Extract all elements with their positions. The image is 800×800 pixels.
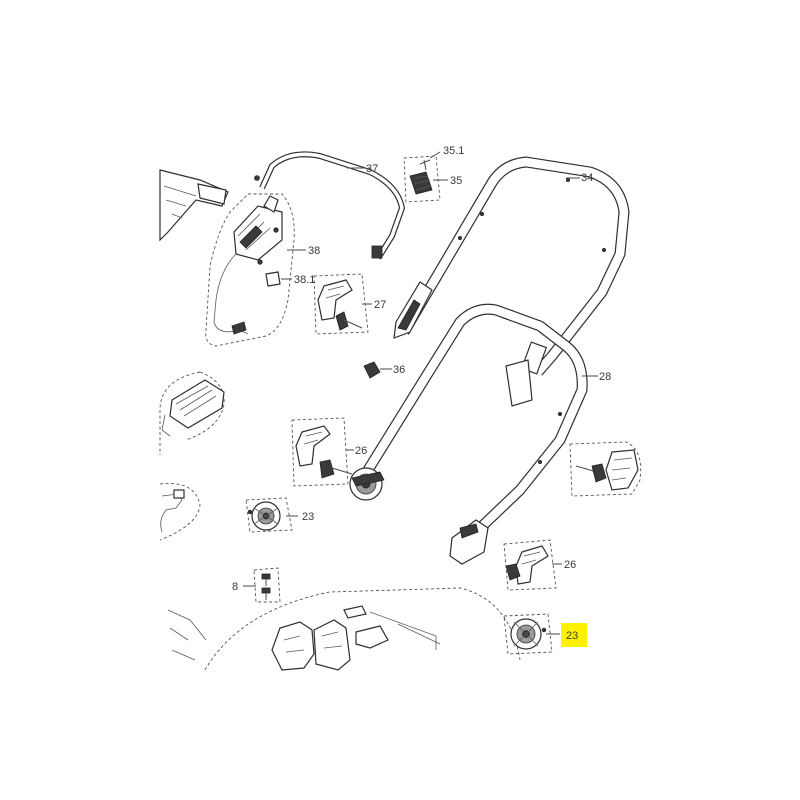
part-36-clip (363, 361, 392, 379)
label-8: 8 (232, 581, 238, 593)
part-26-lever-right (503, 539, 562, 591)
label-26-right: 26 (564, 559, 576, 571)
partial-battery-left (159, 371, 225, 455)
label-23-highlighted: 23 (566, 630, 578, 642)
highlight-marker (561, 623, 587, 647)
label-38: 38 (308, 245, 320, 257)
label-26-left: 26 (355, 445, 367, 457)
label-23-upper: 23 (302, 511, 314, 523)
part-28-lower-handle (363, 303, 598, 565)
label-38-1: 38.1 (294, 274, 315, 286)
part-8-screws (243, 567, 281, 603)
label-35-1: 35.1 (443, 145, 464, 157)
partial-cable-left (159, 483, 201, 541)
label-36: 36 (393, 364, 405, 376)
part-34-top-handle (393, 156, 630, 407)
label-28: 28 (599, 371, 611, 383)
label-34: 34 (581, 172, 593, 184)
part-27-lever (313, 273, 372, 335)
partial-deck-bottom (167, 587, 521, 671)
label-35: 35 (450, 175, 462, 187)
partial-part-top-left (159, 169, 229, 242)
label-37: 37 (366, 163, 378, 175)
part-37-loop-bar (254, 151, 406, 260)
part-23-wheel-lower (503, 613, 560, 655)
part-23-wheel-upper (245, 497, 298, 533)
part-35-clip (403, 151, 448, 203)
part-26-lever-left (291, 417, 385, 501)
part-38-switch-box (205, 193, 306, 347)
label-27: 27 (374, 299, 386, 311)
partial-lever-right-edge (569, 441, 642, 497)
